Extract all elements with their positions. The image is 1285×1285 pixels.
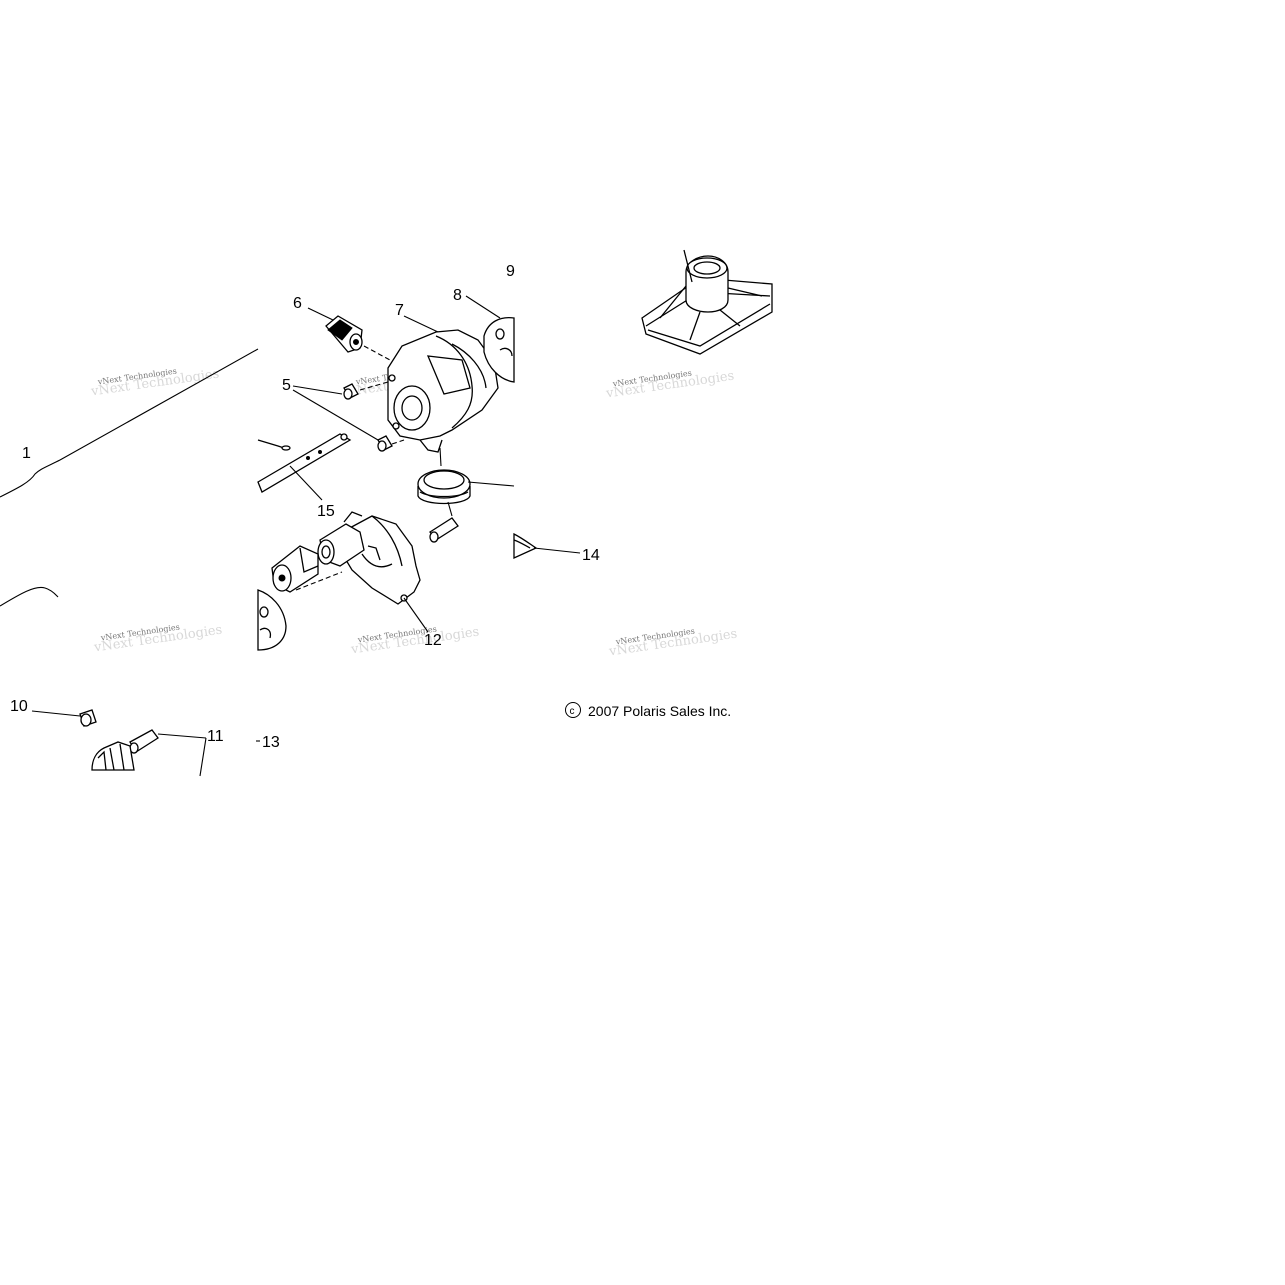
part-7-pump-housing: [387, 315, 499, 453]
part-1-bracket: [0, 348, 259, 607]
copyright-text: 2007 Polaris Sales Inc.: [588, 703, 731, 719]
pin: [429, 501, 459, 543]
callout-1: 1: [22, 445, 31, 462]
part-8-rotor: [465, 295, 515, 383]
callout-9: 9: [506, 263, 515, 280]
callout-7: 7: [395, 302, 404, 319]
callout-5: 5: [282, 377, 291, 394]
callout-15: 15: [317, 503, 335, 520]
copyright-symbol-icon: [565, 702, 581, 718]
part-5-dowel-pins: [292, 381, 405, 452]
callout-11: 11: [207, 728, 224, 745]
callout-12: 12: [424, 632, 442, 649]
part-13-strainer: [641, 249, 773, 355]
copyright-notice: c 2007 Polaris Sales Inc.: [565, 702, 731, 719]
part-15-shaft: [257, 433, 352, 501]
inner-rotor: [317, 511, 365, 567]
callout-14: 14: [582, 547, 600, 564]
outer-rotor: [257, 589, 287, 651]
part-6-fitting: [307, 307, 391, 361]
callout-13: 13: [262, 734, 280, 751]
svg-text:c: c: [570, 706, 575, 717]
housing-fragment: [91, 741, 135, 771]
seal-cap: [417, 447, 515, 505]
part-10-pin: [31, 709, 97, 727]
watermark-4: vNext Technologies vNext Technologies: [92, 622, 223, 655]
part-11-dowel: [129, 729, 207, 777]
watermark-3: vNext Technologies vNext Technologies: [604, 368, 735, 401]
callout-6: 6: [293, 295, 302, 312]
callout-8: 8: [453, 287, 462, 304]
watermark-6: vNext Technologies vNext Technologies: [607, 626, 738, 659]
part-14-gasket: [513, 532, 581, 560]
coupling: [271, 545, 343, 593]
watermark-5: vNext Technologies vNext Technologies: [349, 624, 480, 657]
callout-10: 10: [10, 698, 28, 715]
watermark-1: vNext Technologies vNext Technologies: [89, 366, 220, 399]
